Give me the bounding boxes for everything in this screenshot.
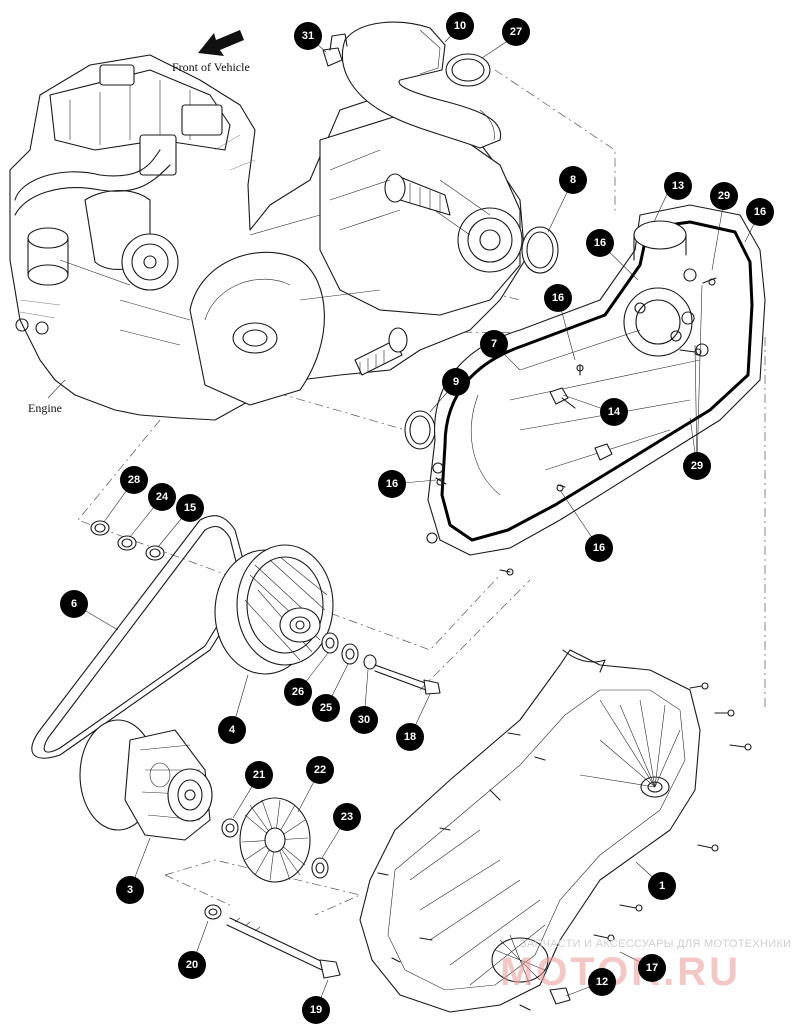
callout-14: 14 — [600, 398, 628, 426]
svg-text:16: 16 — [594, 237, 606, 249]
engine-label: Engine — [28, 401, 62, 415]
front-of-vehicle-indicator: Front of Vehicle — [172, 30, 250, 74]
callout-1: 1 — [648, 872, 676, 900]
callout-25: 25 — [312, 694, 340, 722]
callout-23: 23 — [333, 803, 361, 831]
front-arrow-icon — [198, 30, 244, 56]
watermark: ЗАПЧАСТИ И АКСЕССУАРЫ ДЛЯ МОТОТЕХНИКИ MO… — [500, 938, 791, 994]
svg-text:7: 7 — [491, 338, 497, 350]
svg-text:24: 24 — [156, 491, 169, 503]
callout-31: 31 — [294, 22, 322, 50]
inner-cover-bolts — [435, 277, 717, 576]
washer-23-part — [311, 857, 329, 879]
svg-text:25: 25 — [320, 702, 332, 714]
callout-29b: 29 — [683, 452, 711, 480]
svg-text:18: 18 — [404, 731, 416, 743]
outer-cover-screws — [377, 682, 752, 1011]
outer-cvt-cover-part — [359, 649, 701, 1013]
callout-15: 15 — [176, 494, 204, 522]
watermark-subtitle: ЗАПЧАСТИ И АКСЕССУАРЫ ДЛЯ МОТОТЕХНИКИ — [520, 938, 791, 950]
svg-text:27: 27 — [510, 26, 522, 38]
callout-16a: 16 — [746, 198, 774, 226]
engine-label-group: Engine — [28, 379, 66, 415]
seal-8-part — [521, 226, 559, 274]
inner-cvt-cover-part — [426, 204, 766, 556]
spacer-washers — [90, 520, 165, 561]
duct-clamp-part — [445, 53, 491, 87]
callout-7: 7 — [480, 330, 508, 358]
callout-24: 24 — [148, 483, 176, 511]
svg-text:16: 16 — [754, 206, 766, 218]
svg-text:6: 6 — [71, 598, 77, 610]
svg-text:26: 26 — [292, 686, 304, 698]
svg-text:13: 13 — [672, 180, 684, 192]
callout-8: 8 — [559, 166, 587, 194]
callout-16d: 16 — [378, 470, 406, 498]
svg-text:1: 1 — [659, 880, 665, 892]
seal-9-part — [404, 410, 436, 450]
callout-16b: 16 — [586, 229, 614, 257]
callout-28: 28 — [120, 466, 148, 494]
air-duct-part — [341, 21, 502, 149]
svg-text:9: 9 — [453, 376, 459, 388]
washer-21-part — [221, 818, 239, 838]
svg-text:17: 17 — [646, 962, 658, 974]
callout-22: 22 — [306, 756, 334, 784]
svg-text:12: 12 — [596, 976, 608, 988]
svg-text:16: 16 — [552, 292, 564, 304]
svg-text:16: 16 — [386, 478, 398, 490]
callout-30: 30 — [350, 706, 378, 734]
cooling-fan-part — [239, 797, 311, 883]
callout-12: 12 — [588, 968, 616, 996]
drive-clutch-part — [79, 719, 213, 841]
callout-16e: 16 — [585, 534, 613, 562]
callout-9: 9 — [442, 368, 470, 396]
callout-16c: 16 — [544, 284, 572, 312]
svg-text:19: 19 — [310, 1004, 322, 1016]
svg-text:31: 31 — [302, 30, 314, 42]
callout-4: 4 — [218, 716, 246, 744]
callout-13: 13 — [664, 172, 692, 200]
driven-clutch-part — [214, 544, 334, 675]
svg-text:29: 29 — [718, 190, 730, 202]
svg-text:14: 14 — [608, 406, 621, 418]
svg-text:29: 29 — [691, 460, 703, 472]
svg-text:28: 28 — [128, 474, 140, 486]
callout-19: 19 — [302, 996, 330, 1024]
svg-text:21: 21 — [253, 769, 265, 781]
sensor-part — [322, 33, 348, 67]
drive-belt-part — [31, 515, 251, 759]
callout-26: 26 — [284, 678, 312, 706]
callout-27: 27 — [502, 18, 530, 46]
svg-text:10: 10 — [454, 20, 466, 32]
engine-assembly — [9, 54, 526, 421]
callout-10: 10 — [446, 12, 474, 40]
front-of-vehicle-label: Front of Vehicle — [172, 60, 250, 74]
svg-text:20: 20 — [186, 959, 198, 971]
svg-text:8: 8 — [570, 174, 576, 186]
drive-bolt-part — [204, 904, 341, 979]
callout-29a: 29 — [710, 182, 738, 210]
svg-text:22: 22 — [314, 764, 326, 776]
svg-text:23: 23 — [341, 811, 353, 823]
svg-text:15: 15 — [184, 502, 196, 514]
callout-18: 18 — [396, 723, 424, 751]
callout-3: 3 — [116, 876, 144, 904]
watermark-logo: MOTOR.RU — [500, 950, 741, 994]
svg-text:30: 30 — [358, 714, 370, 726]
callout-6: 6 — [60, 590, 88, 618]
callout-21: 21 — [245, 761, 273, 789]
svg-text:4: 4 — [229, 724, 236, 736]
callout-20: 20 — [178, 951, 206, 979]
svg-text:16: 16 — [593, 542, 605, 554]
callout-17: 17 — [638, 954, 666, 982]
driven-washers-bolt — [321, 632, 441, 695]
svg-text:3: 3 — [127, 884, 133, 896]
